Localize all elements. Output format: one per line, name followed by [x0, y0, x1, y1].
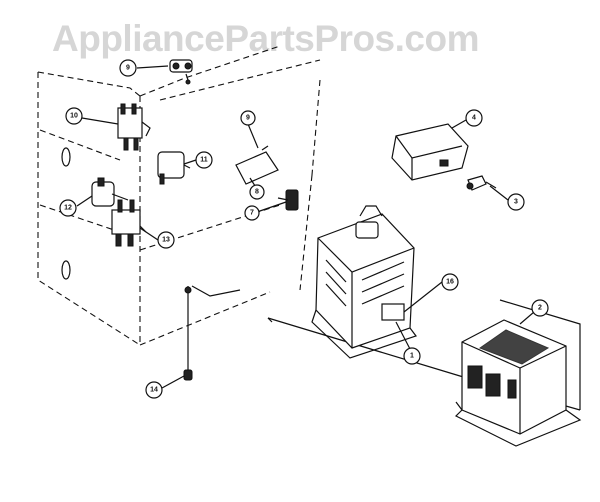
part-9-switch-cam [169, 59, 193, 85]
callout-7-label: 7 [250, 210, 254, 217]
callout-8-label: 8 [255, 189, 259, 196]
callout-1-label: 1 [410, 353, 414, 360]
callout-9: 9 [119, 59, 137, 77]
callout-10: 10 [65, 107, 83, 125]
watermark: AppliancePartsPros.com [52, 18, 479, 59]
part-13-interlock-switch [111, 199, 147, 247]
callout-14-label: 14 [150, 387, 158, 394]
callout-4: 4 [465, 109, 483, 127]
part-12-switch [91, 177, 129, 207]
callout-16: 16 [441, 273, 459, 291]
callout-3-label: 3 [514, 199, 518, 206]
part-2-transformer [454, 319, 582, 447]
callout-11: 11 [195, 151, 213, 169]
callout-9b-label: 9 [246, 115, 250, 122]
callout-16-label: 16 [446, 279, 454, 286]
part-11-switch [157, 151, 191, 185]
leader-lines [76, 65, 535, 389]
callout-2-label: 2 [538, 305, 542, 312]
callout-14: 14 [145, 381, 163, 399]
part-4-capacitor [391, 123, 469, 181]
part-7-fuse-holder [277, 189, 299, 211]
callout-11-label: 11 [200, 157, 208, 164]
callout-7: 7 [244, 205, 260, 221]
callout-1: 1 [403, 347, 421, 365]
callout-10-label: 10 [70, 113, 78, 120]
part-1-magnetron [311, 205, 417, 359]
callout-9-label: 9 [126, 65, 130, 72]
cabinet-outline [37, 45, 321, 346]
callout-12: 12 [59, 199, 77, 217]
callout-2: 2 [531, 299, 549, 317]
part-14-ground-wire [183, 285, 241, 381]
callout-12-label: 12 [64, 205, 72, 212]
callout-13: 13 [157, 231, 175, 249]
part-8-thermal-cutoff [235, 145, 279, 185]
callout-9b: 9 [240, 110, 256, 126]
callout-13-label: 13 [162, 237, 170, 244]
callout-3: 3 [507, 193, 525, 211]
callout-4-label: 4 [472, 115, 476, 122]
part-3-diode [466, 175, 497, 191]
callout-8: 8 [249, 184, 265, 200]
part-10-interlock-switch [117, 103, 151, 151]
